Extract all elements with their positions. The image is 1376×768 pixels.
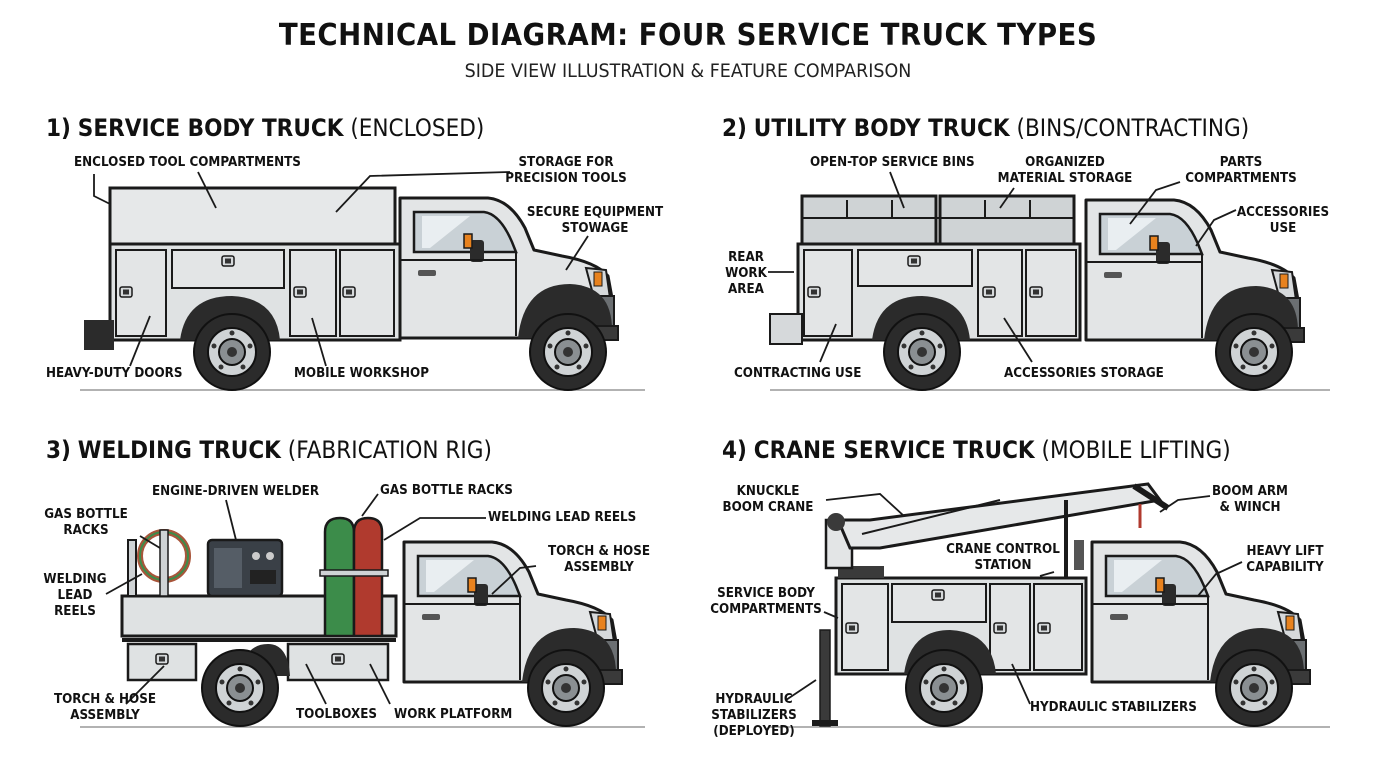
callout-hydraulic-stabilizers: HYDRAULIC STABILIZERS xyxy=(1030,700,1197,715)
panel-1-heading: 1) SERVICE BODY TRUCK (ENCLOSED) xyxy=(46,114,484,142)
callout-gas-bottle-racks-top: GAS BOTTLE RACKS xyxy=(380,483,513,498)
callout-torch-hose-assembly-right: TORCH & HOSE ASSEMBLY xyxy=(547,544,651,575)
callout-service-body-compartments: SERVICE BODY COMPARTMENTS xyxy=(710,586,822,617)
callout-enclosed-tool-compartments: ENCLOSED TOOL COMPARTMENTS xyxy=(74,155,301,170)
callout-crane-control-station: CRANE CONTROL STATION xyxy=(946,542,1060,573)
callout-engine-driven-welder: ENGINE-DRIVEN WELDER xyxy=(152,484,320,499)
callout-organized-material-storage: ORGANIZED MATERIAL STORAGE xyxy=(997,155,1133,186)
panel-4-qualifier: (MOBILE LIFTING) xyxy=(1041,436,1231,464)
callout-secure-equipment-stowage: SECURE EQUIPMENT STOWAGE xyxy=(526,205,664,236)
callout-boom-arm-winch: BOOM ARM & WINCH xyxy=(1212,484,1288,515)
panel-1-number: 1) xyxy=(46,114,71,142)
callout-gas-bottle-racks-left: GAS BOTTLE RACKS xyxy=(44,507,128,538)
panel-4-number: 4) xyxy=(722,436,747,464)
panel-2-heading: 2) UTILITY BODY TRUCK (BINS/CONTRACTING) xyxy=(722,114,1249,142)
page-subtitle: SIDE VIEW ILLUSTRATION & FEATURE COMPARI… xyxy=(464,60,912,82)
panel-4-name: CRANE SERVICE TRUCK xyxy=(753,436,1035,464)
callout-open-top-service-bins: OPEN-TOP SERVICE BINS xyxy=(810,155,975,170)
callout-hydraulic-stabilizers-deployed: HYDRAULIC STABILIZERS (DEPLOYED) xyxy=(711,692,797,739)
callout-accessories-storage: ACCESSORIES STORAGE xyxy=(1004,366,1164,381)
callout-work-platform: WORK PLATFORM xyxy=(394,707,513,722)
panel-1-qualifier: (ENCLOSED) xyxy=(350,114,485,142)
callout-storage-precision-tools: STORAGE FOR PRECISION TOOLS xyxy=(505,155,627,186)
panel-1-name: SERVICE BODY TRUCK xyxy=(77,114,344,142)
callout-welding-lead-reels-left: WELDING LEAD REELS xyxy=(43,572,107,619)
panel-3-number: 3) xyxy=(46,436,71,464)
callout-rear-work-area: REAR WORK AREA xyxy=(725,250,767,297)
callout-heavy-lift-capability: HEAVY LIFT CAPABILITY xyxy=(1246,544,1324,575)
callout-welding-lead-reels-top: WELDING LEAD REELS xyxy=(488,510,637,525)
callout-mobile-workshop: MOBILE WORKSHOP xyxy=(294,366,429,381)
crane-service-truck xyxy=(770,482,1330,728)
utility-body-truck xyxy=(769,194,1330,391)
panel-3-heading: 3) WELDING TRUCK (FABRICATION RIG) xyxy=(46,436,492,464)
callout-torch-hose-assembly-left: TORCH & HOSE ASSEMBLY xyxy=(53,692,157,723)
panel-4-heading: 4) CRANE SERVICE TRUCK (MOBILE LIFTING) xyxy=(722,436,1231,464)
service-body-truck xyxy=(80,186,645,391)
panel-3-name: WELDING TRUCK xyxy=(77,436,281,464)
leader-lines xyxy=(93,171,1243,705)
callout-accessories-use: ACCESSORIES USE xyxy=(1236,205,1330,236)
callout-knuckle-boom-crane: KNUCKLE BOOM CRANE xyxy=(722,484,814,515)
callout-contracting-use: CONTRACTING USE xyxy=(734,366,862,381)
page-title: TECHNICAL DIAGRAM: FOUR SERVICE TRUCK TY… xyxy=(278,18,1098,53)
panel-2-name: UTILITY BODY TRUCK xyxy=(753,114,1010,142)
callout-toolboxes: TOOLBOXES xyxy=(296,707,377,722)
panel-3-qualifier: (FABRICATION RIG) xyxy=(287,436,492,464)
panel-2-qualifier: (BINS/CONTRACTING) xyxy=(1016,114,1250,142)
panel-2-number: 2) xyxy=(722,114,747,142)
welding-truck xyxy=(80,516,645,728)
callout-parts-compartments: PARTS COMPARTMENTS xyxy=(1185,155,1297,186)
callout-heavy-duty-doors: HEAVY-DUTY DOORS xyxy=(46,366,183,381)
